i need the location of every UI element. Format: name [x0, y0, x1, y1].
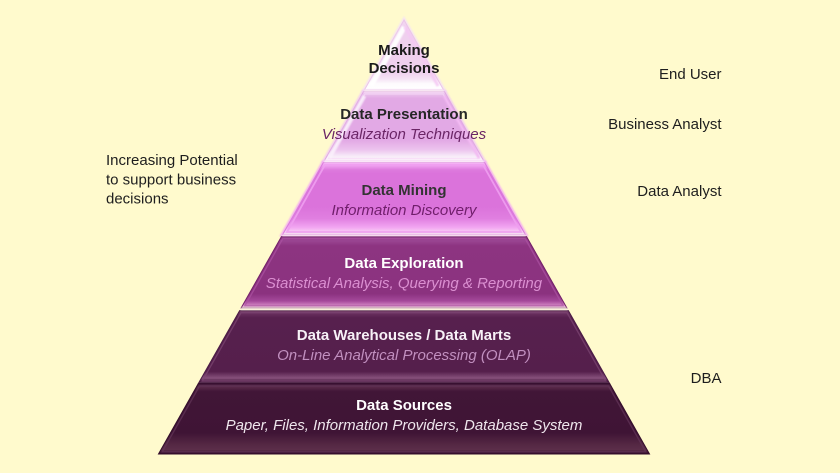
svg-text:Increasing Potential: Increasing Potential — [106, 152, 238, 169]
svg-text:Decisions: Decisions — [369, 60, 440, 77]
svg-text:to support business: to support business — [106, 172, 236, 189]
svg-text:Data Sources: Data Sources — [356, 397, 452, 414]
svg-text:Data Exploration: Data Exploration — [344, 255, 463, 272]
svg-text:DBA: DBA — [691, 370, 722, 387]
svg-text:Information Discovery: Information Discovery — [331, 202, 478, 219]
svg-text:Data Mining: Data Mining — [362, 182, 447, 199]
svg-text:Data Warehouses / Data Marts: Data Warehouses / Data Marts — [297, 327, 512, 344]
svg-text:End User: End User — [659, 66, 722, 83]
svg-text:Making: Making — [378, 42, 430, 59]
svg-text:Statistical Analysis, Querying: Statistical Analysis, Querying & Reporti… — [266, 275, 543, 292]
svg-text:Data Presentation: Data Presentation — [340, 106, 468, 123]
svg-text:Data Analyst: Data Analyst — [637, 183, 722, 200]
svg-text:Business Analyst: Business Analyst — [608, 116, 722, 133]
svg-text:decisions: decisions — [106, 191, 169, 208]
svg-text:Paper, Files, Information Prov: Paper, Files, Information Providers, Dat… — [226, 417, 583, 434]
svg-text:On-Line Analytical Processing: On-Line Analytical Processing (OLAP) — [277, 347, 531, 364]
svg-text:Visualization Techniques: Visualization Techniques — [322, 126, 487, 143]
